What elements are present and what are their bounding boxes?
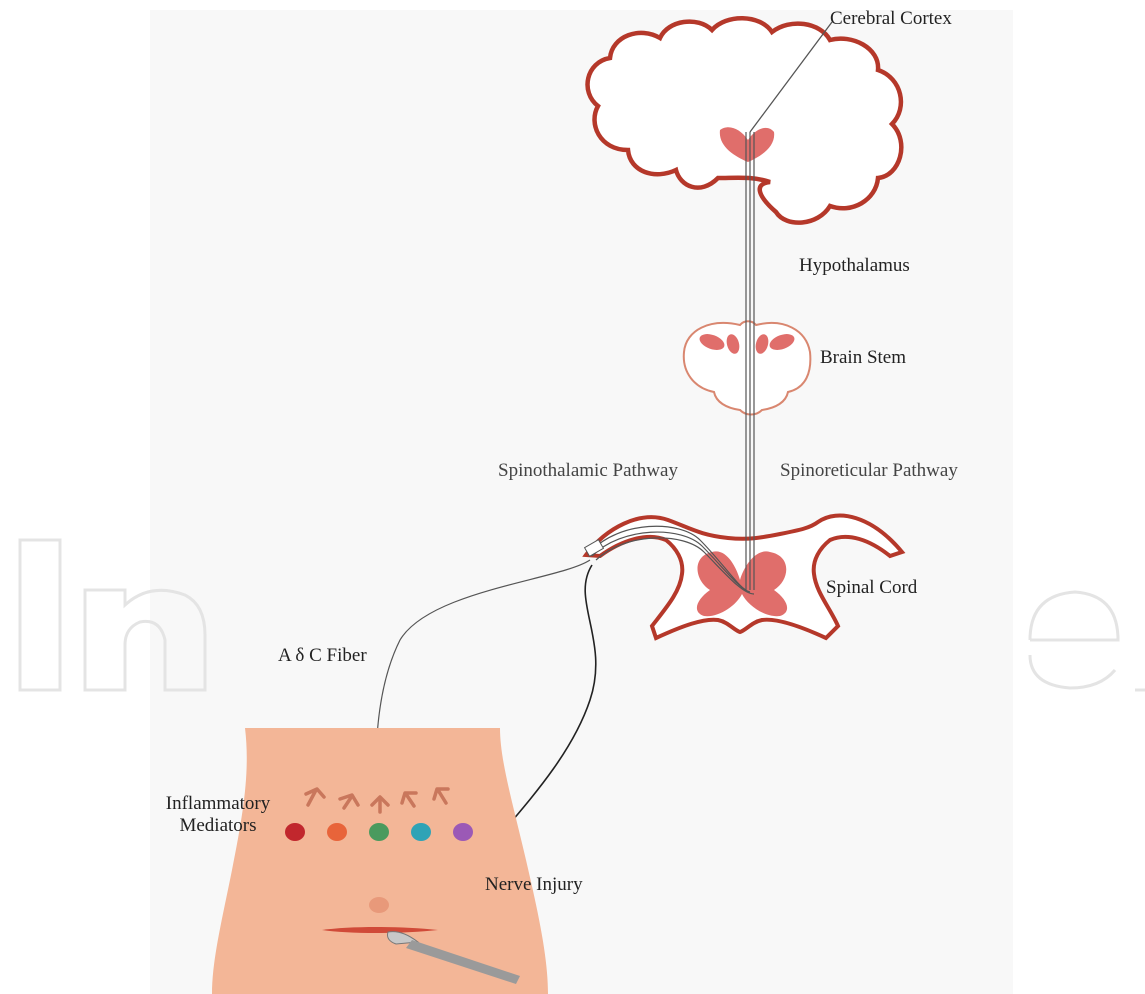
label-hypothalamus: Hypothalamus bbox=[799, 255, 910, 277]
label-spinoreticular-pathway: Spinoreticular Pathway bbox=[780, 460, 958, 482]
mediator-dot-5 bbox=[453, 823, 473, 841]
label-nerve-injury: Nerve Injury bbox=[485, 874, 583, 896]
navel bbox=[369, 897, 389, 913]
brain-outline bbox=[588, 18, 902, 222]
mediator-dot-3 bbox=[369, 823, 389, 841]
label-spinothalamic-pathway: Spinothalamic Pathway bbox=[498, 460, 678, 482]
torso bbox=[212, 728, 548, 994]
label-cerebral-cortex: Cerebral Cortex bbox=[830, 8, 952, 30]
mediator-dot-2 bbox=[327, 823, 347, 841]
label-inflammatory-mediators: Inflammatory Mediators bbox=[143, 793, 293, 837]
label-brain-stem: Brain Stem bbox=[820, 347, 906, 369]
label-spinal-cord: Spinal Cord bbox=[826, 577, 917, 599]
label-a-delta-c-fiber: A δ C Fiber bbox=[278, 645, 367, 667]
mediator-dot-4 bbox=[411, 823, 431, 841]
